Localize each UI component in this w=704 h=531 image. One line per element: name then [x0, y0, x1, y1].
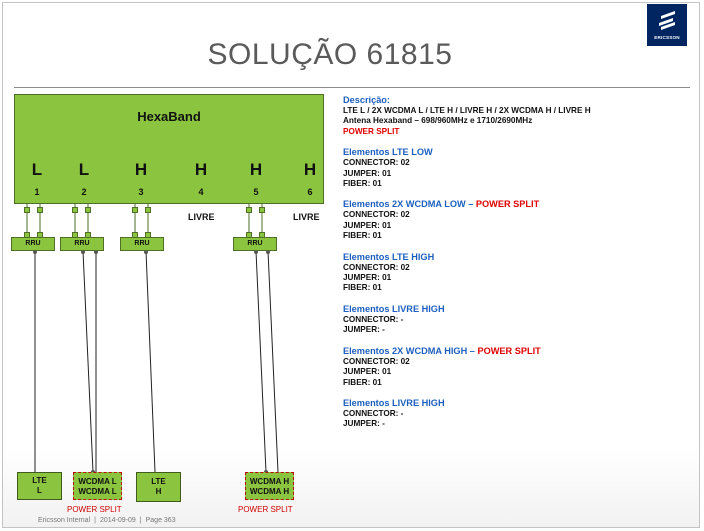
elements-line: CONNECTOR: 02 — [343, 262, 410, 272]
elements-suffix-sep: – — [465, 199, 476, 210]
power-split-label-low: POWER SPLIT — [67, 505, 122, 514]
elements-line: FIBER: 01 — [343, 179, 382, 189]
rru-box-3: RRU — [120, 237, 164, 251]
elements-title: Elementos LIVRE HIGH — [343, 303, 445, 314]
ericsson-logo-icon — [659, 11, 675, 30]
elements-block-lte-high: Elementos LTE HIGH CONNECTOR: 02 JUMPER:… — [343, 251, 683, 294]
elements-line: JUMPER: 01 — [343, 168, 392, 178]
elements-line: CONNECTOR: - — [343, 314, 404, 324]
port-connector — [85, 207, 91, 213]
title-divider — [14, 87, 690, 88]
elements-line: JUMPER: 01 — [343, 220, 392, 230]
elements-suffix: POWER SPLIT — [477, 345, 541, 356]
hexaband-title: HexaBand — [137, 109, 201, 124]
port-connector — [246, 207, 252, 213]
elements-title: Elementos 2X WCDMA LOW — [343, 199, 466, 210]
band-number-5: 5 — [253, 187, 259, 197]
elements-heading: Elementos 2X WCDMA HIGH – POWER SPLIT — [343, 345, 683, 357]
footer-separator: | — [139, 517, 142, 524]
elements-suffix: POWER SPLIT — [475, 199, 540, 210]
antenna-line: WCDMA L — [78, 487, 117, 496]
elements-block-wcdma-high: Elementos 2X WCDMA HIGH – POWER SPLIT CO… — [343, 345, 683, 388]
rru-box-2: RRU — [60, 237, 104, 251]
port-connector — [259, 207, 265, 213]
antenna-line: H — [155, 487, 162, 496]
band-letter-6: H — [303, 160, 317, 179]
antenna-wcdma-l: WCDMA L WCDMA L — [73, 472, 122, 500]
antenna-line: L — [37, 486, 42, 495]
footer-separator: | — [94, 517, 96, 524]
port-connector — [37, 207, 43, 213]
elements-heading: Elementos LTE LOW — [343, 146, 683, 158]
elements-heading: Elementos 2X WCDMA LOW – POWER SPLIT — [343, 198, 683, 210]
slide-footer: Ericsson Internal|2014-09-09|Page 363 — [38, 517, 176, 524]
elements-heading: Elementos LTE HIGH — [343, 251, 683, 263]
description-block: Descrição: LTE L / 2X WCDMA L / LTE H / … — [343, 94, 683, 137]
elements-block-wcdma-low: Elementos 2X WCDMA LOW – POWER SPLIT CON… — [343, 198, 683, 241]
elements-title: Elementos 2X WCDMA HIGH — [343, 345, 468, 356]
band-number-2: 2 — [81, 187, 87, 197]
port-connector — [72, 207, 78, 213]
power-split-label-high: POWER SPLIT — [238, 505, 293, 514]
band-letter-2: L — [78, 160, 90, 179]
antenna-line: WCDMA H — [249, 487, 290, 496]
band-letter-5: H — [249, 160, 263, 179]
ericsson-logo: ERICSSON — [647, 4, 687, 46]
elements-block-livre-high-1: Elementos LIVRE HIGH CONNECTOR: - JUMPER… — [343, 303, 683, 336]
band-number-4: 4 — [198, 187, 204, 197]
logo-text: ERICSSON — [654, 35, 680, 40]
description-power-split: POWER SPLIT — [343, 126, 400, 136]
elements-title: Elementos LIVRE HIGH — [343, 397, 445, 408]
elements-line: CONNECTOR: 02 — [343, 210, 410, 220]
band-number-6: 6 — [307, 187, 313, 197]
description-heading: Descrição: — [343, 95, 390, 105]
elements-line: FIBER: 01 — [343, 231, 382, 241]
elements-line: FIBER: 01 — [343, 283, 382, 293]
description-line: LTE L / 2X WCDMA L / LTE H / LIVRE H / 2… — [343, 106, 591, 115]
port-connector — [24, 207, 30, 213]
footer-date: 2014-09-09 — [99, 517, 136, 524]
livre-label-port-6: LIVRE — [293, 212, 320, 222]
elements-block-livre-high-2: Elementos LIVRE HIGH CONNECTOR: - JUMPER… — [343, 397, 683, 430]
footer-page: Page 363 — [145, 517, 176, 524]
antenna-lte-l: LTE L — [17, 472, 62, 500]
band-letter-3: H — [134, 160, 148, 179]
antenna-line: WCDMA L — [78, 477, 117, 486]
port-connector — [145, 207, 151, 213]
elements-line: JUMPER: 01 — [343, 273, 392, 283]
elements-heading: Elementos LIVRE HIGH — [343, 303, 683, 315]
elements-block-lte-low: Elementos LTE LOW CONNECTOR: 02 JUMPER: … — [343, 146, 683, 189]
antenna-lte-h: LTE H — [136, 472, 181, 502]
livre-label-port-4: LIVRE — [188, 212, 215, 222]
band-number-3: 3 — [138, 187, 144, 197]
elements-line: JUMPER: - — [343, 325, 385, 335]
hexaband-box: HexaBand L L H H H H 1 2 3 4 5 6 — [14, 94, 324, 204]
port-connector — [132, 207, 138, 213]
elements-line: FIBER: 01 — [343, 377, 382, 387]
elements-line: JUMPER: - — [343, 419, 385, 429]
elements-line: JUMPER: 01 — [343, 367, 392, 377]
rru-box-1: RRU — [11, 237, 55, 251]
antenna-line: LTE — [151, 477, 166, 486]
footer-org: Ericsson Internal — [38, 517, 91, 524]
elements-title: Elementos LTE HIGH — [343, 251, 435, 262]
slide-title: SOLUÇÃO 61815 — [207, 38, 453, 71]
elements-line: CONNECTOR: 02 — [343, 158, 410, 168]
elements-line: CONNECTOR: - — [343, 408, 404, 418]
rru-box-5: RRU — [233, 237, 277, 251]
elements-suffix-sep: – — [467, 345, 478, 356]
antenna-line: WCDMA H — [249, 477, 290, 486]
antenna-wcdma-h: WCDMA H WCDMA H — [245, 472, 294, 500]
band-letter-1: L — [31, 160, 43, 179]
description-line: Antena Hexaband – 698/960MHz e 1710/2690… — [343, 116, 533, 126]
band-number-1: 1 — [34, 187, 40, 197]
elements-line: CONNECTOR: 02 — [343, 356, 410, 366]
antenna-line: LTE — [32, 476, 47, 485]
elements-heading: Elementos LIVRE HIGH — [343, 397, 683, 409]
band-letter-4: H — [194, 160, 208, 179]
elements-title: Elementos LTE LOW — [343, 147, 433, 158]
description-panel: Descrição: LTE L / 2X WCDMA L / LTE H / … — [343, 94, 683, 439]
